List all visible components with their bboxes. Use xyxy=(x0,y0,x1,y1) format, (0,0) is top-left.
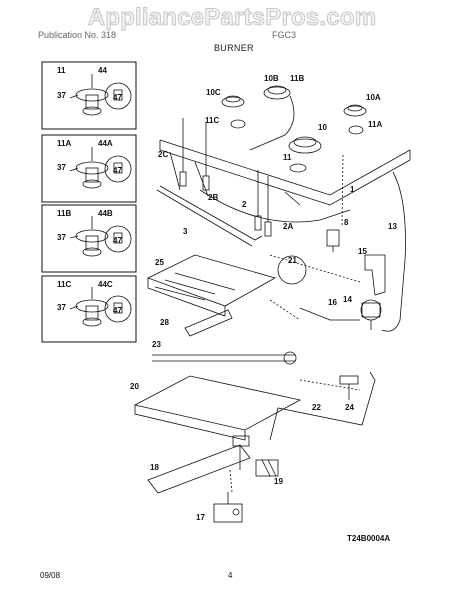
callout-10a: 10A xyxy=(366,93,381,102)
valve-24 xyxy=(339,375,359,400)
inset-label-37: 37 xyxy=(57,233,66,242)
assembly-guide-lines xyxy=(229,154,361,493)
bracket-15 xyxy=(364,254,386,296)
callout-22: 22 xyxy=(312,403,321,412)
inset-label-44b: 44B xyxy=(98,209,113,218)
part-19 xyxy=(255,459,279,477)
callout-11a: 11A xyxy=(368,120,382,129)
watermark: AppliancePartsPros.com xyxy=(87,4,377,32)
callout-10: 10 xyxy=(318,123,327,132)
callout-23: 23 xyxy=(152,340,161,349)
manifold-assembly xyxy=(156,139,411,247)
inset-panel-11b xyxy=(41,204,137,273)
inset-label-47: 47 xyxy=(113,93,122,102)
tube-16 xyxy=(299,307,360,321)
gas-line-13 xyxy=(381,171,406,332)
part-28 xyxy=(184,309,233,337)
inset-label-37: 37 xyxy=(57,303,66,312)
regulator-14 xyxy=(360,299,382,330)
callout-13: 13 xyxy=(388,222,397,231)
publication-header: Publication No. 318 xyxy=(38,30,117,40)
inset-panel-11a xyxy=(41,134,137,203)
callout-11c: 11C xyxy=(205,116,219,125)
part-21-detail xyxy=(277,255,307,285)
inset-label-37: 37 xyxy=(57,163,66,172)
inset-label-44c: 44C xyxy=(98,280,113,289)
callout-2a: 2A xyxy=(283,222,293,231)
callout-17: 17 xyxy=(196,513,205,522)
section-title: BURNER xyxy=(214,43,254,53)
inset-label-47: 47 xyxy=(113,306,122,315)
part-17 xyxy=(213,492,243,523)
inset-label-37: 37 xyxy=(57,91,66,100)
callout-3: 3 xyxy=(183,227,188,236)
inset-panel-11 xyxy=(41,61,137,130)
callout-10b: 10B xyxy=(264,74,279,83)
valves xyxy=(179,118,272,237)
callout-21: 21 xyxy=(288,256,297,265)
callout-8: 8 xyxy=(344,218,349,227)
callout-2b: 2B xyxy=(208,193,218,202)
burner-10c xyxy=(221,95,246,129)
callout-2: 2 xyxy=(242,200,247,209)
model-header: FGC3 xyxy=(272,30,297,40)
callout-14: 14 xyxy=(343,295,352,304)
inset-label-44: 44 xyxy=(98,66,107,75)
callout-10c: 10C xyxy=(206,88,221,97)
part-8 xyxy=(326,229,340,252)
callout-18: 18 xyxy=(150,463,159,472)
callout-20: 20 xyxy=(130,382,139,391)
callout-2c: 2C xyxy=(158,150,168,159)
broil-burner-18 xyxy=(147,444,251,494)
callout-19: 19 xyxy=(274,477,283,486)
callout-11: 11 xyxy=(283,153,292,162)
inset-panel-11c xyxy=(41,275,137,343)
inset-label-47: 47 xyxy=(113,166,122,175)
callout-11b: 11B xyxy=(290,74,304,83)
diagram-code: T24B0004A xyxy=(347,534,391,543)
burner-10a xyxy=(343,104,367,135)
callout-24: 24 xyxy=(345,403,354,412)
inset-callouts: 11 44 37 47 11A 44A 37 47 11B 44B 37 47 … xyxy=(57,66,122,315)
footer-date: 09/08 xyxy=(40,571,61,580)
inset-label-47: 47 xyxy=(113,236,122,245)
inset-label-44a: 44A xyxy=(98,139,113,148)
burner-10 xyxy=(288,136,322,173)
inset-label-11c: 11C xyxy=(57,280,71,289)
inset-label-11: 11 xyxy=(57,66,66,75)
callout-25: 25 xyxy=(155,258,164,267)
burner-tray-25 xyxy=(146,254,277,307)
inset-label-11b: 11B xyxy=(57,209,71,218)
page-number: 4 xyxy=(228,571,233,580)
callout-15: 15 xyxy=(358,247,367,256)
bake-tray-20 xyxy=(133,375,302,431)
burner-10b xyxy=(249,85,295,151)
gas-line-22 xyxy=(269,371,376,441)
callout-28: 28 xyxy=(160,318,169,327)
main-callouts: 10B 11B 10C 10A 11C 11A 10 11 2C 1 2B 2 … xyxy=(130,74,397,522)
inset-label-11a: 11A xyxy=(57,139,71,148)
callout-1: 1 xyxy=(350,185,355,194)
callout-16: 16 xyxy=(328,298,337,307)
